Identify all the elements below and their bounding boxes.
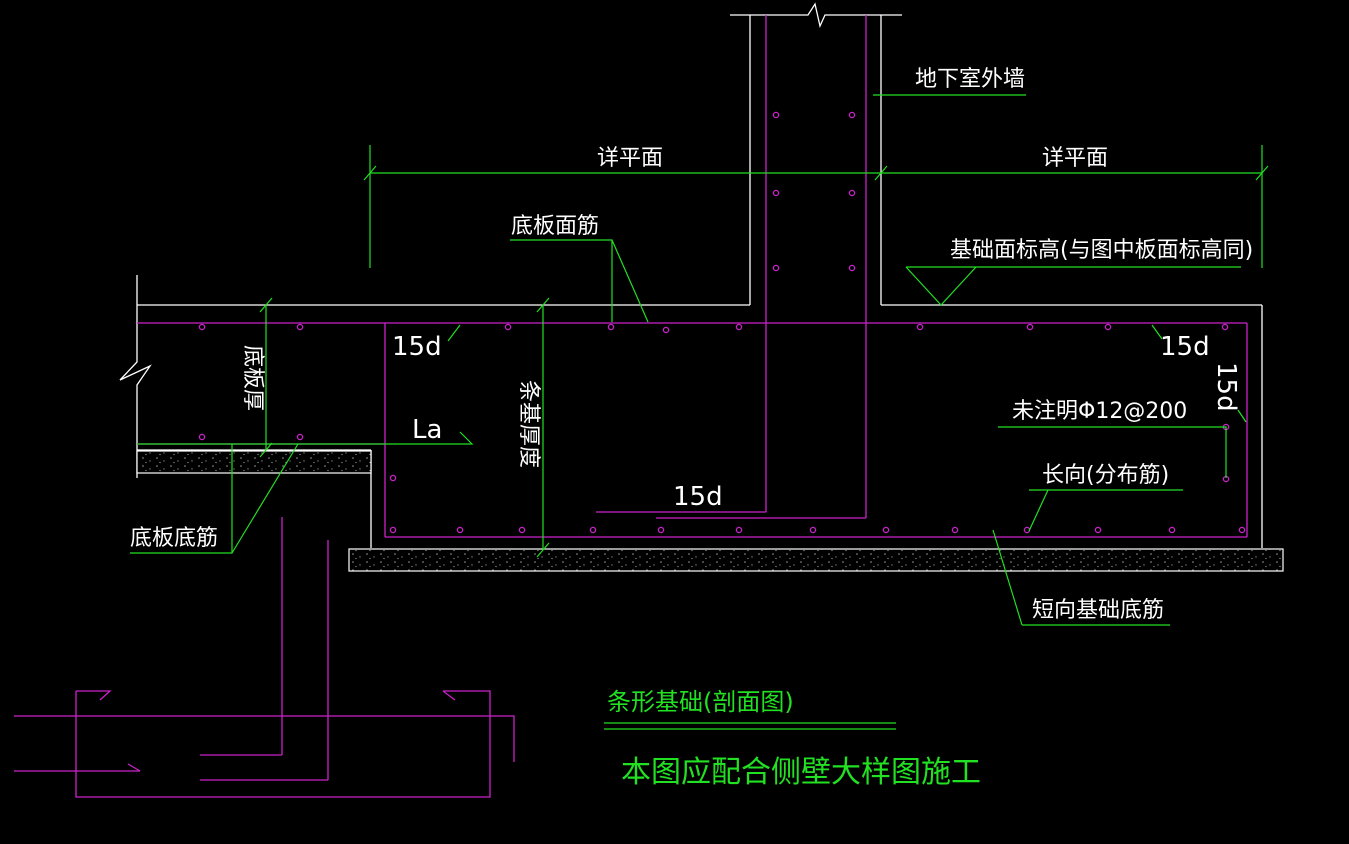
label-slab-top-bar: 底板面筋	[511, 214, 599, 239]
rebar-dot	[296, 323, 304, 331]
label-see-plan-right: 详平面	[1042, 146, 1108, 171]
rebar-dot	[735, 323, 743, 331]
rebar-dot	[198, 433, 206, 441]
label-strip-thickness: 条基厚度	[516, 380, 541, 468]
rebar-dot	[1026, 323, 1034, 331]
dim-slash-mid	[874, 165, 888, 181]
rebar-dot	[389, 526, 397, 534]
leader-unspecified-rebar	[998, 426, 1227, 478]
dim-slash-right	[1255, 165, 1269, 181]
dim-15d-top-right-tick	[1151, 324, 1163, 340]
dim-la	[137, 431, 474, 445]
rebar-dot	[848, 189, 856, 197]
lower-stirrup-hook-right	[442, 690, 456, 701]
rebar-dot	[1238, 526, 1246, 534]
rebar-dot	[772, 264, 780, 272]
lower-right-hook	[490, 715, 515, 762]
rebar-dot	[589, 526, 597, 534]
rebar-dot	[848, 264, 856, 272]
lower-stirrup-hook-left	[76, 690, 112, 701]
dim-slab-thickness-tick-top	[259, 297, 273, 313]
lower-bar-left-tick	[127, 763, 141, 772]
rebar-dot	[916, 323, 924, 331]
rebar-dot	[772, 111, 780, 119]
leader-long-direction	[1028, 489, 1183, 532]
label-15d-wall-bottom: 15d	[673, 482, 723, 512]
blinding-layers	[136, 450, 1284, 572]
wall-break-line	[730, 2, 902, 29]
label-long-direction: 长向(分布筋)	[1042, 463, 1169, 488]
lower-stirrup	[75, 690, 491, 798]
rebar-dot	[657, 526, 665, 534]
label-15d-top-right: 15d	[1160, 332, 1210, 362]
leader-lines	[130, 94, 1269, 730]
rebar-dots	[198, 111, 1246, 534]
rebar-dot	[1168, 526, 1176, 534]
slab-cushion	[136, 450, 372, 474]
dim-15d-right-tick	[1237, 409, 1247, 423]
label-slab-thickness: 底板厚	[240, 345, 265, 411]
dim-strip-tick-top	[536, 297, 550, 313]
elevation-symbol	[905, 266, 1241, 306]
footing-cushion	[348, 548, 1284, 572]
labels: 地下室外墙 详平面 详平面 底板面筋 基础面标高(与图中板面标高同) 底板厚 条…	[130, 67, 1253, 790]
slab-break-line	[119, 275, 152, 478]
rebar-dot	[296, 433, 304, 441]
label-la: La	[412, 415, 442, 445]
rebar-dot	[1221, 323, 1229, 331]
drawing-title: 条形基础(剖面图)	[607, 688, 794, 716]
leader-short-bottom	[992, 529, 1170, 626]
rebar-dot	[198, 323, 206, 331]
rebar-dot	[735, 526, 743, 534]
label-15d-right-vertical: 15d	[1211, 362, 1241, 412]
rebar-dot	[518, 526, 526, 534]
rebar-dot	[1094, 526, 1102, 534]
leader-slab-bottom-bar	[130, 443, 299, 554]
leader-slab-top-bar	[510, 239, 649, 323]
drawing-note: 本图应配合侧壁大样图施工	[621, 755, 981, 790]
rebar-dot	[1104, 323, 1112, 331]
dim-15d-top-left-tick	[447, 324, 461, 342]
concrete-outline	[119, 2, 1263, 548]
dim-slab-thickness-tick-bot	[259, 442, 273, 458]
label-foundation-top-elevation: 基础面标高(与图中板面标高同)	[950, 238, 1253, 263]
label-slab-bottom-bar: 底板底筋	[130, 526, 218, 551]
rebar-dot	[809, 526, 817, 534]
label-basement-wall: 地下室外墙	[915, 67, 1025, 92]
rebar-dot	[389, 474, 397, 482]
label-unspecified-rebar: 未注明Φ12@200	[1012, 399, 1187, 424]
label-see-plan-left: 详平面	[597, 146, 663, 171]
label-15d-top-left: 15d	[392, 332, 442, 362]
dim-slash-left	[363, 165, 377, 181]
rebar-dot	[951, 526, 959, 534]
rebar-dot	[772, 189, 780, 197]
rebar-dot	[504, 323, 512, 331]
dim-strip-tick-bot	[536, 542, 550, 558]
rebar-dot	[607, 323, 615, 331]
rebar-dot	[456, 526, 464, 534]
rebar-dot	[848, 111, 856, 119]
label-short-bottom-bar: 短向基础底筋	[1032, 598, 1164, 623]
rebar-dot	[882, 526, 890, 534]
rebar-dot	[662, 326, 670, 334]
